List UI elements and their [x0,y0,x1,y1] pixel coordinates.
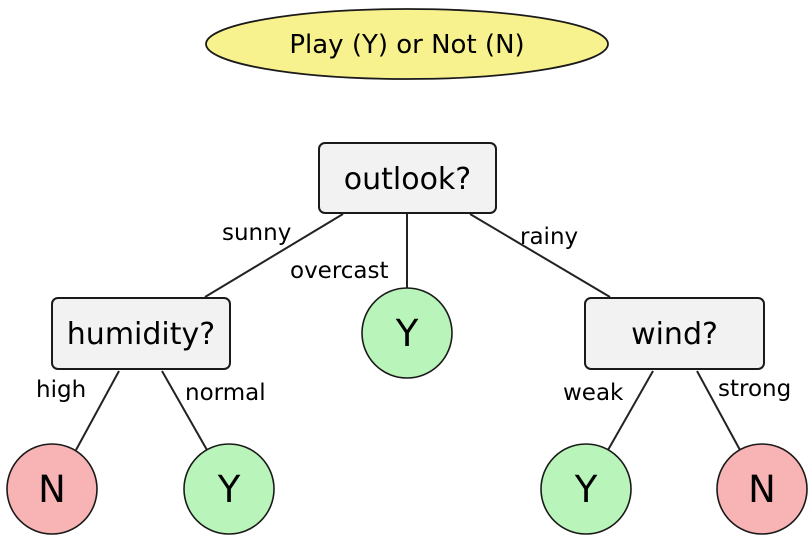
leaf-label-yes: Y [217,468,241,511]
edge-sunny [204,213,344,298]
root-node: outlook? [318,142,497,214]
wind-node: wind? [584,297,765,370]
root-node-box [318,142,497,214]
edge-rainy [469,213,611,298]
edge-labels: sunny overcast rainy high normal weak st… [36,220,791,406]
leaf-wind-strong: N [716,443,808,535]
title-ellipse [205,8,609,80]
edges [75,213,741,451]
edge-label-strong: strong [718,376,791,402]
wind-node-box [584,297,765,370]
humidity-node: humidity? [51,297,231,370]
edge-label-sunny: sunny [222,220,291,246]
humidity-node-label: humidity? [67,317,215,352]
title-node: Play (Y) or Not (N) [205,8,609,80]
edge-label-high: high [36,377,86,403]
leaf-label-no: N [38,468,66,511]
leaf-humidity-high: N [6,443,98,535]
leaf-circle-yes [183,443,275,535]
leaf-humidity-normal: Y [183,443,275,535]
leaf-circle-yes [361,287,453,379]
edge-normal [161,370,208,451]
wind-node-label: wind? [631,317,718,352]
edge-label-overcast: overcast [290,258,389,284]
edge-label-weak: weak [563,380,624,406]
humidity-node-box [51,297,231,370]
root-node-label: outlook? [344,162,471,197]
leaf-outlook-overcast: Y [361,287,453,379]
leaf-circle-no [716,443,808,535]
leaf-label-yes: Y [395,312,419,355]
leaf-circle-no [6,443,98,535]
edge-weak [607,370,654,451]
leaf-circle-yes [540,443,632,535]
leaf-label-yes: Y [574,468,598,511]
leaf-wind-weak: Y [540,443,632,535]
leaf-label-no: N [748,468,776,511]
edge-high [75,370,120,451]
title-label: Play (Y) or Not (N) [289,30,524,60]
edge-label-normal: normal [185,380,266,406]
edge-strong [696,370,741,451]
edge-label-rainy: rainy [520,224,578,250]
